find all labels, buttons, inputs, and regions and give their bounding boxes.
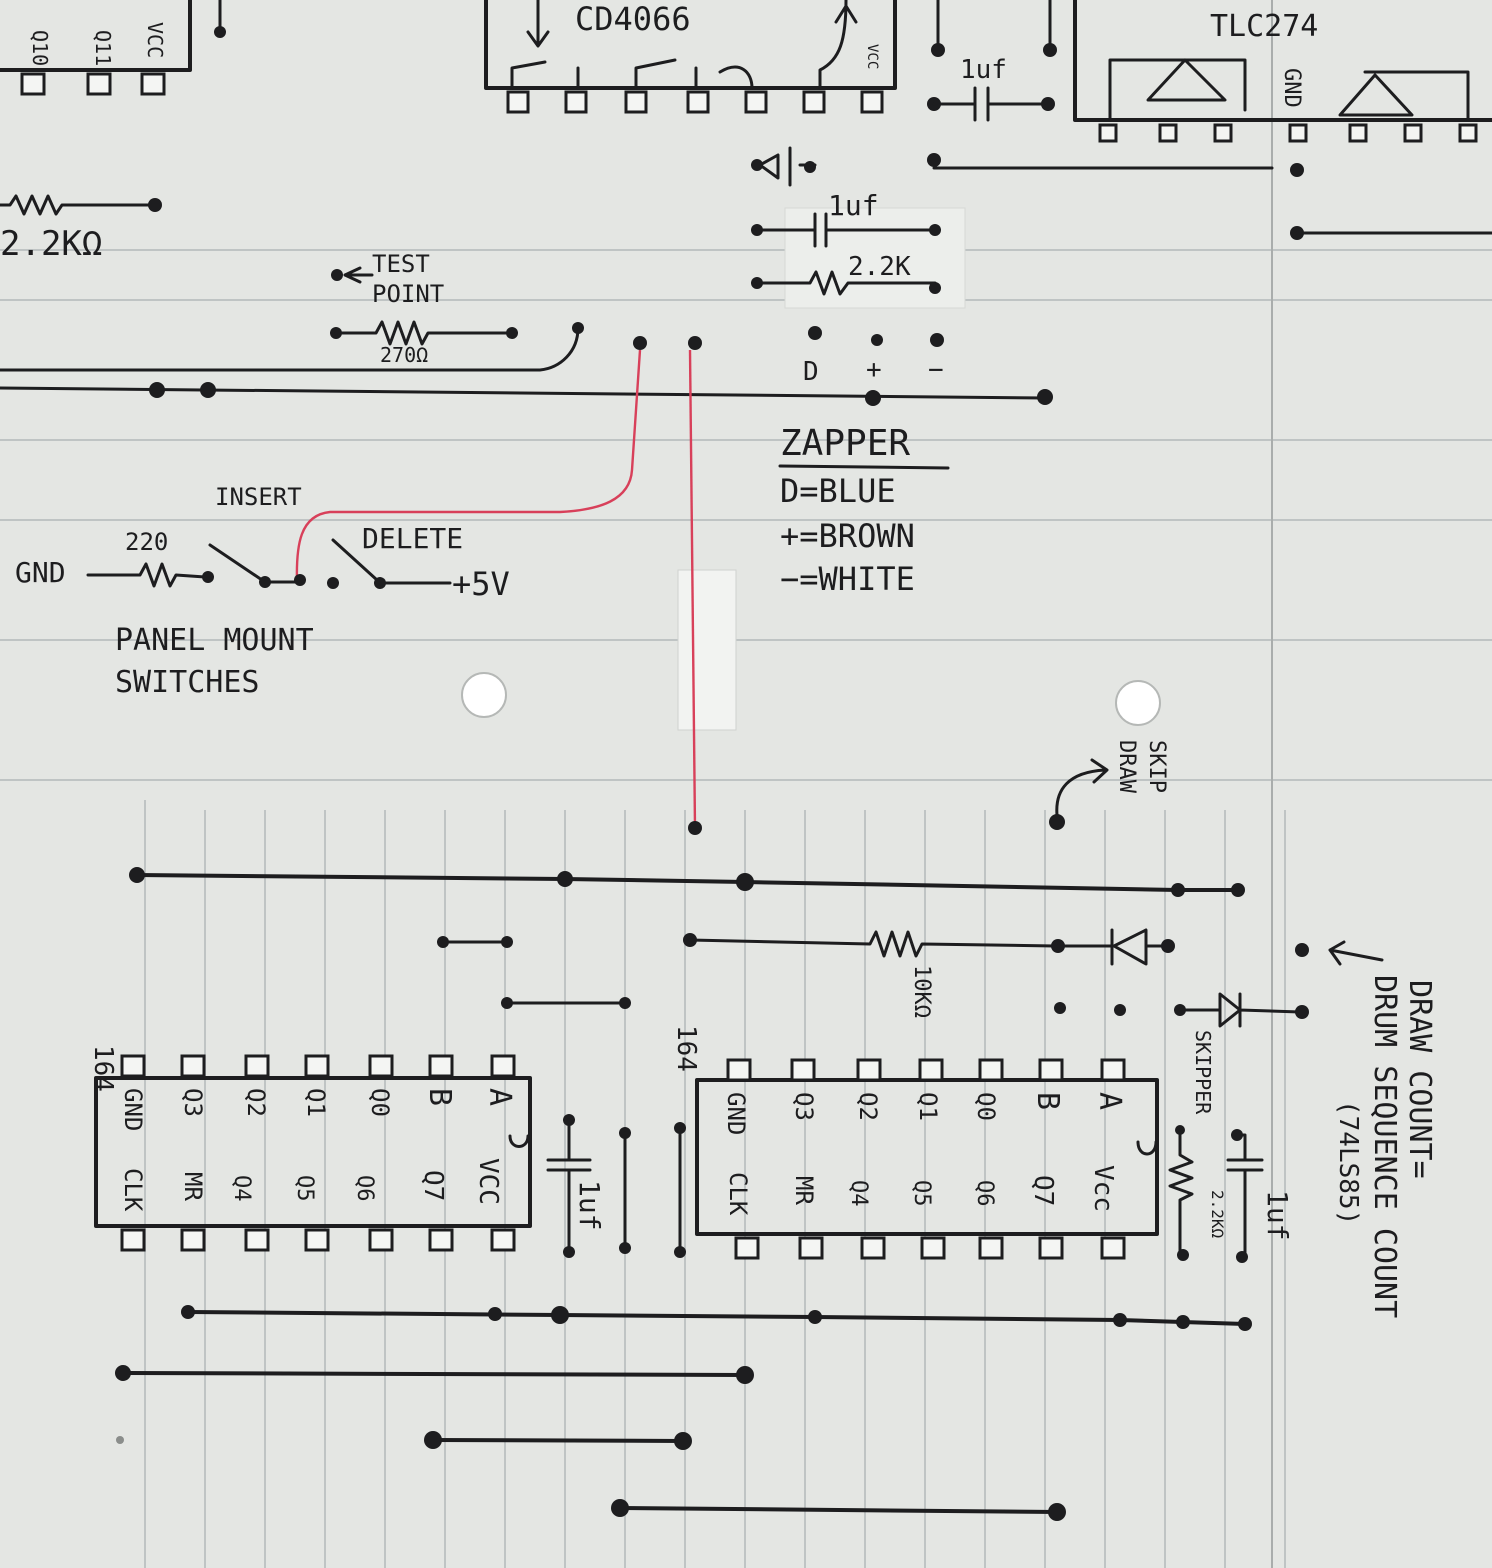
res-2k2-left-label: 2.2KΩ (0, 224, 102, 264)
tlc274-gnd-label: GND (1279, 68, 1304, 108)
lower-rails (115, 1305, 1252, 1521)
left-pin-a: A (482, 1088, 517, 1106)
res-2k2-right-label: 2.2KΩ (1208, 1190, 1227, 1239)
top-chip-pin-q10: Q10 (28, 30, 52, 66)
cap-1uf-mid-label: 1uf (828, 189, 879, 222)
binder-hole-left (461, 672, 507, 718)
draw-count-note: DRAW COUNT= DRUM SEQUENCE COUNT (74LS85) (1333, 975, 1437, 1318)
cd4066-chip: CD4066 VCC (484, 0, 897, 114)
right-pin-q4: Q4 (846, 1180, 871, 1207)
zapper-terminals: D + − (803, 326, 944, 387)
res-2k2-mid-label: 2.2K (848, 252, 911, 282)
cd4066-label: CD4066 (575, 0, 691, 38)
left-pin-q2: Q2 (242, 1088, 270, 1117)
cap-1uf-right-label: 1uf (1261, 1190, 1294, 1241)
zapper-minus-white: −=WHITE (780, 560, 915, 598)
res-10k-label: 10KΩ (909, 965, 934, 1018)
skipper-network: SKIPPER 2.2KΩ 1uf (1168, 1030, 1294, 1263)
left-pin-vcc: VCC (473, 1158, 503, 1205)
right-pin-gnd: GND (722, 1092, 750, 1135)
chip-left-id: 164 (88, 1045, 118, 1092)
top-middle-connections: 1uf (927, 0, 1274, 170)
cap-left-1uf: 1uf (546, 1114, 686, 1258)
right-pin-mr: MR (790, 1176, 818, 1205)
chip-right-id: 164 (671, 1025, 701, 1072)
chip-right-164: 164 GND Q3 Q2 Q1 Q0 B A CLK MR Q4 Q5 Q6 … (671, 1025, 1159, 1260)
top-left-chip: Q10 Q11 VCC (0, 0, 226, 96)
right-pin-b: B (1030, 1092, 1065, 1110)
res-220-label: 220 (125, 528, 168, 556)
zapper-terminal-minus: − (928, 355, 944, 385)
skipper-label: SKIPPER (1191, 1030, 1215, 1115)
right-pin-vcc: Vcc (1088, 1165, 1118, 1212)
test-point-label-2: POINT (372, 280, 444, 308)
gnd-switch-label: GND (15, 556, 66, 589)
left-pin-q1: Q1 (302, 1088, 330, 1117)
skip-label: SKIP (1144, 740, 1169, 793)
right-pin-clk: CLK (724, 1172, 752, 1216)
left-pin-q3: Q3 (179, 1088, 207, 1117)
tlc274-chip: TLC274 GND (1073, 0, 1492, 240)
zapper-d-blue: D=BLUE (780, 472, 896, 510)
tape-strip (677, 569, 737, 731)
skip-draw: SKIP DRAW (1049, 740, 1169, 830)
top-chip-pin-vcc: VCC (143, 22, 167, 58)
left-pin-b: B (422, 1088, 457, 1106)
tlc274-label: TLC274 (1210, 9, 1318, 44)
draw-count-label-3: (74LS85) (1333, 1100, 1363, 1225)
cap-1uf-top-label: 1uf (960, 55, 1007, 85)
delete-label: DELETE (362, 522, 463, 555)
left-pin-q0: Q0 (366, 1088, 394, 1117)
right-pin-q0: Q0 (972, 1092, 1000, 1121)
right-pin-q3: Q3 (790, 1092, 818, 1121)
right-pin-q2: Q2 (854, 1092, 882, 1121)
right-pin-q5: Q5 (909, 1180, 934, 1207)
zapper-plus-brown: +=BROWN (780, 517, 915, 555)
mid-rails: 10KΩ (129, 821, 1384, 1028)
test-point-label-1: TEST (372, 250, 430, 278)
right-pin-q6: Q6 (972, 1180, 997, 1207)
zapper-title: ZAPPER (780, 423, 910, 464)
left-pin-mr: MR (179, 1172, 207, 1201)
left-pin-q5: Q5 (292, 1175, 317, 1202)
draw-count-label-2: DRUM SEQUENCE COUNT (1367, 975, 1402, 1318)
cap-1uf-left-label: 1uf (573, 1180, 606, 1231)
right-pin-q7: Q7 (1028, 1175, 1058, 1206)
left-pin-clk: CLK (119, 1168, 147, 1212)
top-chip-pin-q11: Q11 (91, 30, 115, 66)
right-pin-q1: Q1 (914, 1092, 942, 1121)
left-pin-q6: Q6 (352, 1175, 377, 1202)
draw-label: DRAW (1114, 740, 1139, 794)
left-pin-q7: Q7 (418, 1170, 448, 1201)
test-point-area: TEST POINT 270Ω (330, 250, 518, 367)
red-wires (295, 349, 697, 829)
svg-text:VCC: VCC (864, 44, 880, 69)
top-bus-wires (0, 322, 1053, 406)
plus5v-label: +5V (452, 565, 510, 603)
panel-label-2: SWITCHES (115, 665, 260, 700)
insert-label: INSERT (215, 483, 302, 511)
zapper-terminal-plus: + (866, 355, 882, 385)
draw-count-label-1: DRAW COUNT= (1402, 980, 1437, 1179)
right-pin-a: A (1092, 1092, 1127, 1110)
panel-mount-switches: INSERT DELETE GND 220 +5V PANEL MOUNT SW… (15, 483, 510, 700)
res-270-label: 270Ω (380, 343, 428, 367)
left-pin-gnd: GND (119, 1088, 147, 1131)
zapper-terminal-d: D (803, 357, 819, 387)
chip-left-164: 164 GND Q3 Q2 Q1 Q0 B A CLK MR Q4 Q5 Q6 … (88, 1045, 532, 1252)
resistor-2k2-left: 2.2KΩ (0, 194, 162, 264)
zapper-legend: ZAPPER D=BLUE +=BROWN −=WHITE (778, 423, 950, 598)
mid-component-cluster: 1uf 2.2K (751, 146, 941, 296)
binder-hole-right (1115, 680, 1161, 726)
left-pin-q4: Q4 (229, 1175, 254, 1202)
panel-label-1: PANEL MOUNT (115, 623, 314, 658)
